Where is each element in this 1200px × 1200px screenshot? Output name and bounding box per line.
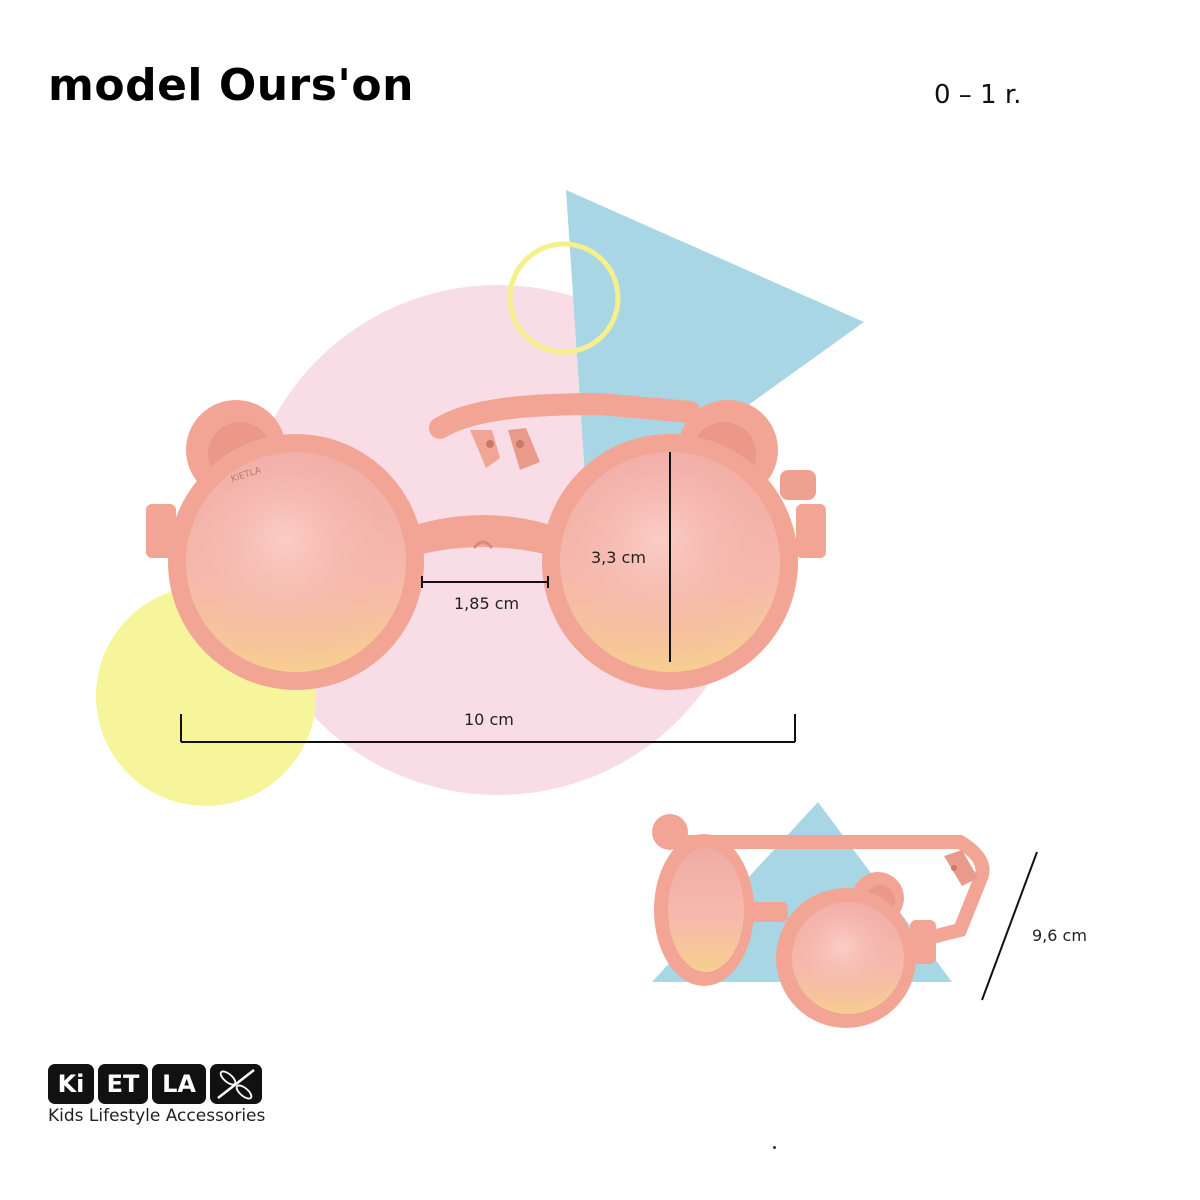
brand-tagline: Kids Lifestyle Accessories (48, 1106, 266, 1126)
logo-wordmark: Ki ET LA (48, 1064, 262, 1106)
lens-height-label: 3,3 cm (591, 548, 646, 567)
logo-part-ki: Ki (48, 1064, 94, 1104)
age-range-label: 0 – 1 r. (934, 80, 1022, 110)
temple-hinge-right (508, 428, 540, 470)
bridge (400, 515, 566, 560)
logo-part-et: ET (98, 1064, 148, 1104)
page-title: model Ours'on (48, 60, 414, 111)
left-temple (429, 392, 701, 439)
temple-length-label: 9,6 cm (1032, 926, 1087, 945)
decorative-dot (773, 1146, 776, 1149)
brand-logo: Ki ET LA Kids Lifestyle Accessories (48, 1064, 318, 1126)
bridge-width-label: 1,85 cm (454, 594, 520, 613)
temple-hinge-left (470, 430, 500, 468)
temple-length-dimension-line (981, 851, 1038, 1001)
total-width-label: 10 cm (464, 710, 514, 729)
logo-part-la: LA (152, 1064, 206, 1104)
dimension-lines (180, 452, 796, 743)
dragonfly-icon (210, 1064, 262, 1104)
yellow-ring (507, 241, 621, 355)
glasses-side-view (652, 814, 990, 1028)
